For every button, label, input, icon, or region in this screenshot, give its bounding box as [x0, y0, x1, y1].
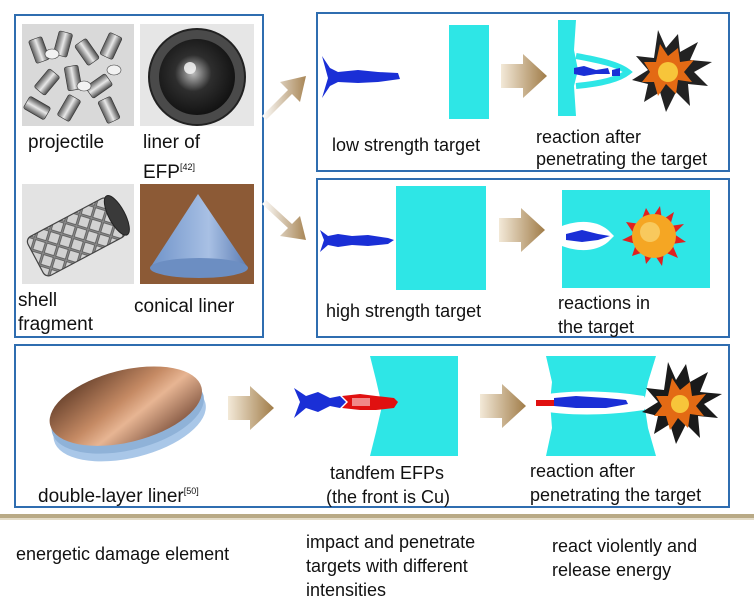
caption-impact-line2: targets with different: [306, 556, 468, 576]
high-strength-process-arrow-icon: [499, 208, 545, 252]
caption-impact-line3: intensities: [306, 580, 387, 600]
projectile-photo: [22, 24, 134, 126]
high-strength-result-line2: the target: [558, 317, 635, 337]
low-strength-process-arrow-icon: [501, 54, 547, 98]
double-layer-liner-reference: [50]: [183, 486, 199, 496]
shell-label-line2: fragment: [18, 314, 93, 335]
double-layer-liner-disc-icon: [49, 366, 206, 462]
projectile-label: projectile: [28, 132, 105, 153]
double-layer-liner-label: double-layer liner[50]: [38, 480, 199, 508]
branch-arrows: [262, 76, 306, 240]
shell-label-line1: shell: [18, 290, 58, 311]
tandem-arrow-2-icon: [480, 384, 526, 428]
high-strength-target-label: high strength target: [326, 301, 482, 321]
low-strength-result-line1: reaction after: [536, 127, 642, 147]
tandem-reaction-icon: [536, 356, 722, 456]
conical-liner-cone-icon: [150, 194, 248, 278]
section-divider: [0, 514, 754, 518]
conical-liner-label: conical liner: [134, 296, 235, 317]
shell-fragment-photo: [22, 184, 134, 284]
efp-liner-disc-icon: [148, 28, 246, 126]
low-strength-efp-icon: [322, 56, 400, 98]
high-strength-reaction-icon: [562, 190, 710, 288]
caption-react-line2: release energy: [552, 560, 672, 580]
tandem-arrow-1-icon: [228, 386, 274, 430]
section-divider-shadow: [0, 518, 754, 520]
projectile-cylinders-icon: [23, 30, 123, 124]
shell-fragment-cylinder-icon: [26, 195, 130, 277]
high-strength-result-line1: reactions in: [558, 293, 651, 313]
tandem-explosion-icon: [642, 362, 722, 444]
low-strength-target-label: low strength target: [332, 135, 481, 155]
efp-reference: [42]: [179, 162, 195, 172]
caption-impact-line1: impact and penetrate: [306, 532, 476, 552]
caption-react-line1: react violently and: [552, 536, 698, 556]
arrow-to-low-strength-icon: [262, 76, 306, 120]
low-strength-target-plate: [449, 25, 489, 119]
efp-liner-photo: [140, 24, 254, 126]
tandem-efp-label-line2: (the front is Cu): [326, 487, 451, 507]
low-strength-explosion-icon: [632, 30, 712, 112]
efp-liner-label-line2: EFP[42]: [143, 156, 195, 184]
high-strength-efp-icon: [320, 230, 394, 252]
conical-liner-photo: [140, 184, 254, 284]
caption-energetic-damage-element: energetic damage element: [16, 544, 230, 564]
tandem-result-line1: reaction after: [530, 461, 636, 481]
high-strength-fireball-icon: [622, 206, 686, 266]
high-strength-target-plate: [396, 186, 486, 290]
double-layer-liner-text: double-layer liner: [38, 486, 184, 507]
efp-liner-label-line1: liner of: [143, 132, 201, 153]
tandem-efp-label-line1: tandfem EFPs: [330, 463, 445, 483]
tandem-efp-penetration-icon: [294, 356, 458, 456]
efp-text: EFP: [143, 162, 180, 183]
low-strength-result-line2: penetrating the target: [536, 149, 708, 169]
tandem-result-line2: penetrating the target: [530, 485, 702, 505]
arrow-to-high-strength-icon: [262, 200, 306, 240]
low-strength-reaction-icon: [558, 20, 712, 116]
